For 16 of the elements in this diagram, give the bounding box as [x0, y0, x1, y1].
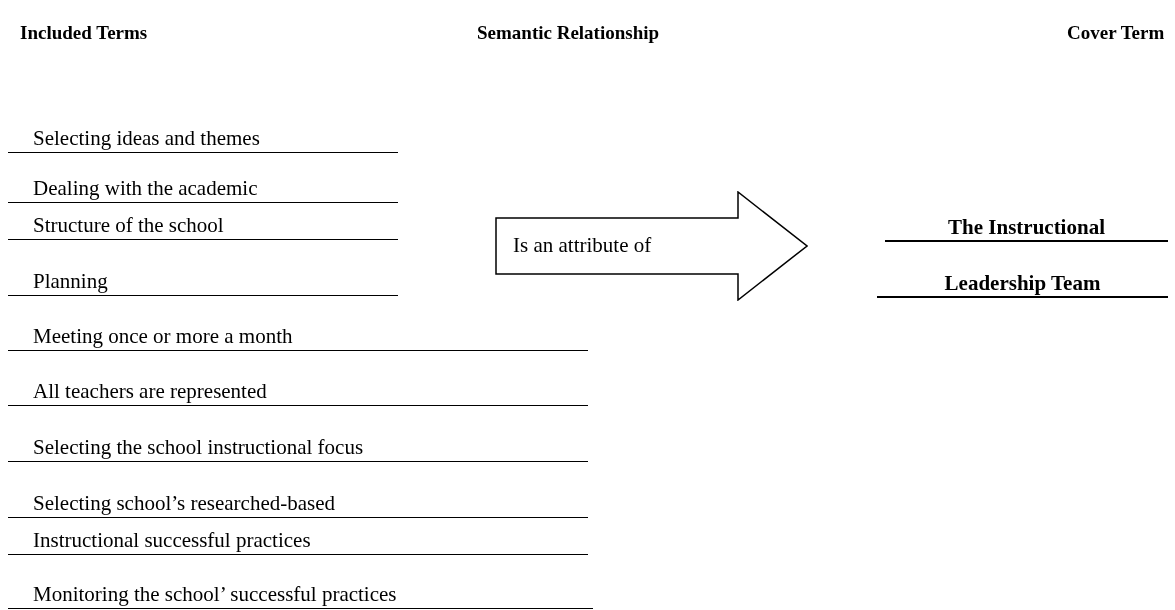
term-line: Selecting the school instructional focus: [8, 435, 588, 462]
term-line: Selecting ideas and themes: [8, 126, 398, 153]
term-line: Structure of the school: [8, 213, 398, 240]
term-line: All teachers are represented: [8, 379, 588, 406]
term-line: Dealing with the academic: [8, 176, 398, 203]
cover-term-line: Leadership Team: [877, 271, 1168, 298]
column-heading: Semantic Relationship: [477, 21, 661, 45]
term-line: Planning: [8, 269, 398, 296]
term-line: Selecting school’s researched-based: [8, 491, 588, 518]
column-heading: Included Terms: [20, 21, 149, 45]
cover-term-line: The Instructional: [885, 215, 1168, 242]
column-heading: Cover Term: [1067, 21, 1166, 45]
term-line: Monitoring the school’ successful practices: [8, 582, 593, 609]
term-line: Meeting once or more a month: [8, 324, 588, 351]
term-line: Instructional successful practices: [8, 528, 588, 555]
arrow-text: Is an attribute of: [513, 233, 652, 257]
